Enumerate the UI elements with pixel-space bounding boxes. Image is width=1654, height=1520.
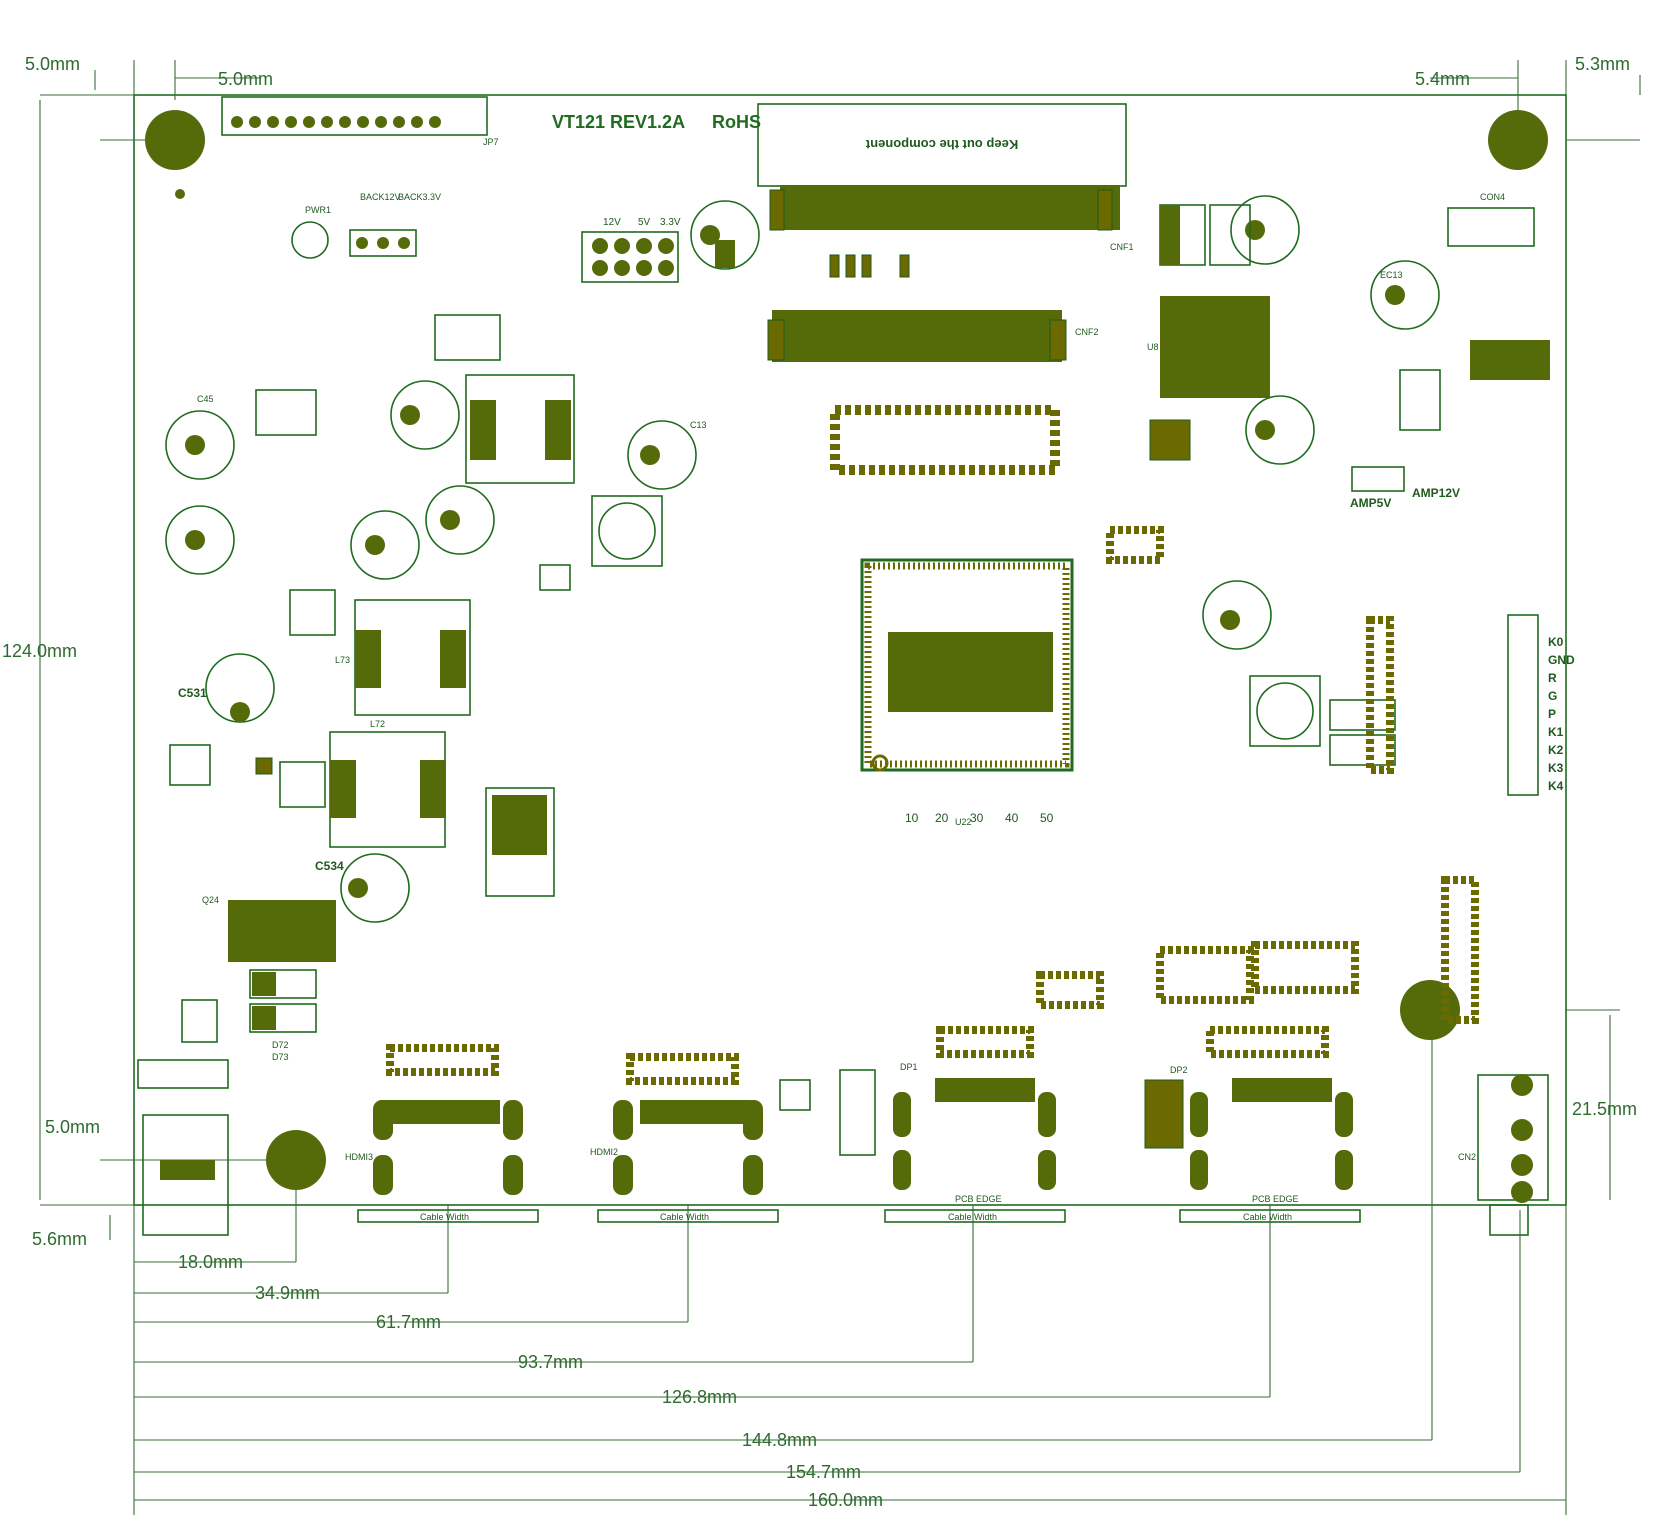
dim-right-side: 21.5mm: [1572, 1099, 1637, 1119]
cable-width-4: Cable Width: [1243, 1212, 1292, 1222]
pcb-edge-1: PCB EDGE: [955, 1194, 1002, 1204]
dim-bottom-61: 61.7mm: [376, 1312, 441, 1332]
dim-left-bottom-edge: 5.6mm: [32, 1229, 87, 1249]
ic-pin-10: 10: [905, 811, 919, 825]
dim-bottom-144: 144.8mm: [742, 1430, 817, 1450]
ref-c534: C534: [315, 859, 344, 873]
cnf2-connector: [767, 310, 1067, 362]
ref-cnf2: CNF2: [1075, 327, 1099, 337]
dim-bottom-154: 154.7mm: [786, 1462, 861, 1482]
board-name: VT121 REV1.2A: [552, 112, 685, 132]
jp7-header: [221, 96, 488, 136]
pin-p: P: [1548, 707, 1556, 721]
pin-k0: K0: [1548, 635, 1564, 649]
jp1-jumper: [581, 231, 679, 283]
pin-r: R: [1548, 671, 1557, 685]
capacitors-electrolytic: [165, 195, 1440, 923]
dim-bottom-34: 34.9mm: [255, 1283, 320, 1303]
dim-board-height: 124.0mm: [2, 641, 77, 661]
pin-k3: K3: [1548, 761, 1564, 775]
pin-k2: K2: [1548, 743, 1564, 757]
dim-bottom-18: 18.0mm: [178, 1252, 243, 1272]
smd-pad-field: [169, 204, 1550, 1156]
rohs-mark: RoHS: [712, 112, 761, 132]
keep-out-label: Keep out the component: [865, 137, 1018, 152]
pcb-edge-2: PCB EDGE: [1252, 1194, 1299, 1204]
dim-top-left-edge: 5.0mm: [25, 54, 80, 74]
pin-k1: K1: [1548, 725, 1564, 739]
right-pin-header: [1507, 614, 1539, 796]
dim-top-right-edge: 5.3mm: [1575, 54, 1630, 74]
q125-pad: [492, 795, 547, 855]
q125-package: [485, 787, 555, 897]
ic-pin-20: 20: [935, 811, 949, 825]
backlight-12v: BACK12V: [360, 192, 401, 202]
amp-12v: AMP12V: [1412, 486, 1460, 500]
dim-bottom-126: 126.8mm: [662, 1387, 737, 1407]
ref-q24: Q24: [202, 895, 219, 905]
ref-u22: U22: [955, 817, 972, 827]
ic-pin-50: 50: [1040, 811, 1054, 825]
pin-g: G: [1548, 689, 1557, 703]
pin-k4: K4: [1548, 779, 1564, 793]
ref-dp1: DP1: [900, 1062, 918, 1072]
dim-bottom-93: 93.7mm: [518, 1352, 583, 1372]
power-jack-j2: [137, 1059, 229, 1236]
ref-u8: U8: [1147, 342, 1159, 352]
q24-mosfet: [228, 900, 336, 962]
ref-cnf1: CNF1: [1110, 242, 1134, 252]
dim-left-bottom-hole: 5.0mm: [45, 1117, 100, 1137]
dp-footprints: [893, 1078, 1353, 1190]
diodes-d72-d73: [249, 969, 317, 1033]
ref-c13: C13: [690, 420, 707, 430]
ref-ec13: EC13: [1380, 270, 1403, 280]
ref-hdmi2: HDMI2: [590, 1147, 618, 1157]
cable-width-3: Cable Width: [948, 1212, 997, 1222]
ref-pwr1: PWR1: [305, 205, 331, 215]
backlight-3v3: BACK3.3V: [398, 192, 441, 202]
cn2-connector: [1477, 1074, 1549, 1236]
ref-c45: C45: [197, 394, 214, 404]
ref-dp2: DP2: [1170, 1065, 1188, 1075]
ref-l72: L72: [370, 719, 385, 729]
jumper-12v: 12V: [603, 217, 621, 228]
jumper-3v3: 3.3V: [660, 217, 681, 228]
dim-top-right-hole: 5.4mm: [1415, 69, 1470, 89]
ref-l73: L73: [335, 655, 350, 665]
cable-width-1: Cable Width: [420, 1212, 469, 1222]
ref-c531: C531: [178, 686, 207, 700]
u8-regulator: [1160, 296, 1270, 398]
ref-hdmi3: HDMI3: [345, 1152, 373, 1162]
con4-header: [1447, 207, 1535, 247]
ref-d72: D72: [272, 1040, 289, 1050]
edge-marks: [357, 1209, 1361, 1223]
ic-pin-30: 30: [970, 811, 984, 825]
amp-header: [1351, 466, 1405, 492]
ic-pin-40: 40: [1005, 811, 1019, 825]
ref-cn2: CN2: [1458, 1152, 1476, 1162]
dim-bottom-160: 160.0mm: [808, 1490, 883, 1510]
ref-con4: CON4: [1480, 192, 1505, 202]
jp2-backlight: [291, 221, 417, 259]
inductors: [329, 374, 1321, 848]
main-ic-u22: [860, 558, 1074, 772]
board-outline: [133, 94, 1567, 1206]
pin-gnd: GND: [1548, 653, 1575, 667]
hdmi-footprints: [373, 1100, 763, 1195]
ref-jp7: JP7: [483, 137, 499, 147]
amp-5v: AMP5V: [1350, 496, 1391, 510]
jumper-5v: 5V: [638, 217, 651, 228]
cnf1-connector: [769, 185, 1120, 231]
cable-width-2: Cable Width: [660, 1212, 709, 1222]
dim-top-left-hole: 5.0mm: [218, 69, 273, 89]
ref-d73: D73: [272, 1052, 289, 1062]
